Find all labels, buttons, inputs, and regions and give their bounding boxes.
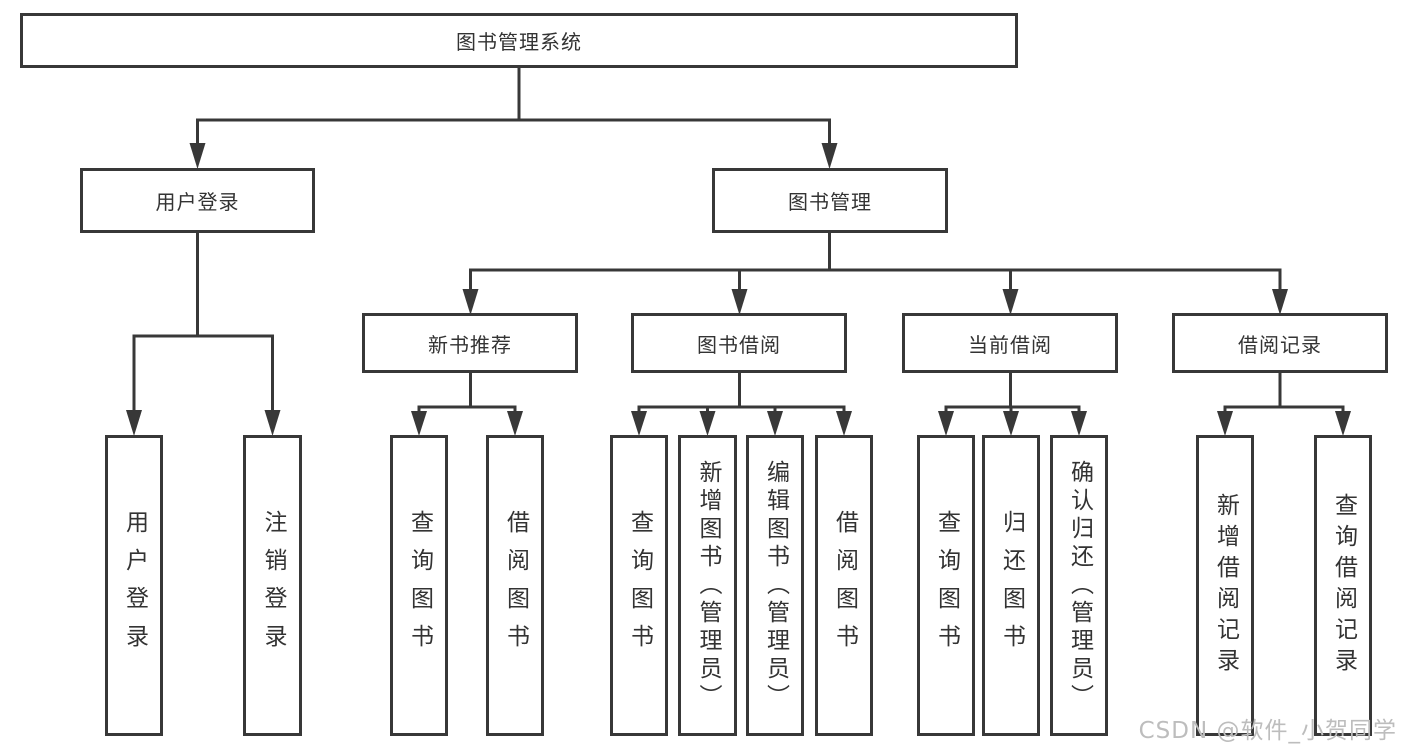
leaf-query-borrow-record: 查询借阅记录 bbox=[1314, 435, 1372, 736]
node-library-system: 图书管理系统 bbox=[20, 13, 1018, 68]
leaf-borrow-books: 借阅图书 bbox=[815, 435, 873, 736]
leaf-user-login: 用户登录 bbox=[105, 435, 163, 736]
node-current-borrow: 当前借阅 bbox=[902, 313, 1118, 373]
connector-user-login-children bbox=[126, 231, 281, 436]
connector-borrow-records-children bbox=[1217, 371, 1351, 436]
leaf-return-books: 归还图书 bbox=[982, 435, 1040, 736]
node-book-borrow: 图书借阅 bbox=[631, 313, 847, 373]
leaf-add-books-admin: 新增图书（管理员） bbox=[678, 435, 737, 736]
node-borrow-records: 借阅记录 bbox=[1172, 313, 1388, 373]
leaf-query-books-recommend: 查询图书 bbox=[390, 435, 448, 736]
leaf-add-borrow-record: 新增借阅记录 bbox=[1196, 435, 1254, 736]
leaf-query-books-current: 查询图书 bbox=[917, 435, 975, 736]
leaf-edit-books-admin: 编辑图书（管理员） bbox=[746, 435, 804, 736]
leaf-query-books-borrow: 查询图书 bbox=[610, 435, 668, 736]
csdn-watermark: CSDN @软件_小贺同学 bbox=[1138, 718, 1397, 744]
connector-book-borrow-children bbox=[631, 371, 852, 436]
node-user-login: 用户登录 bbox=[80, 168, 315, 233]
connector-book-management-children bbox=[462, 231, 1288, 315]
connector-current-borrow-children bbox=[938, 371, 1087, 436]
leaf-confirm-return-admin: 确认归还（管理员） bbox=[1050, 435, 1108, 736]
node-book-management: 图书管理 bbox=[712, 168, 948, 233]
leaf-logout: 注销登录 bbox=[243, 435, 302, 736]
connector-root-to-level2 bbox=[189, 66, 838, 169]
connector-new-book-children bbox=[411, 371, 523, 436]
node-new-book-recommend: 新书推荐 bbox=[362, 313, 578, 373]
leaf-borrow-books-recommend: 借阅图书 bbox=[486, 435, 544, 736]
